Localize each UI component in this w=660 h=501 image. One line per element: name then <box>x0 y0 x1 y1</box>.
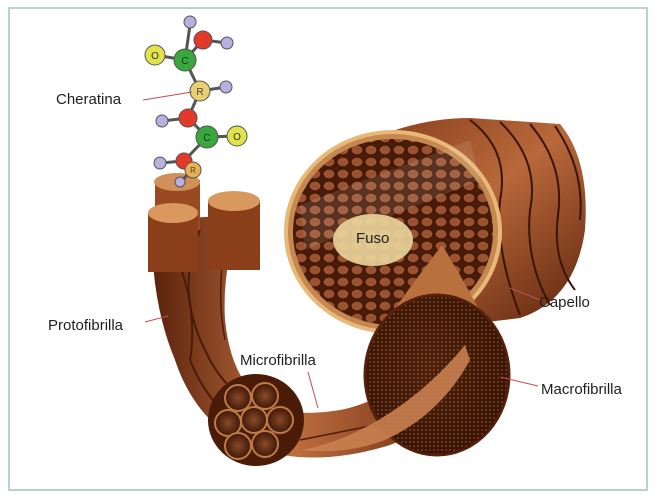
oxygen-atom-label-2: O <box>233 132 241 143</box>
keratin-molecule: O C R C O R <box>145 16 247 187</box>
oxygen-atom-label: O <box>151 51 159 62</box>
label-keratin: Cheratina <box>56 91 121 108</box>
r-group-label: R <box>196 87 203 98</box>
carbon-atom-label-2: C <box>203 133 210 144</box>
label-protofibril: Protofibrilla <box>48 317 123 334</box>
label-microfibril: Microfibrilla <box>240 352 316 369</box>
microfibril-cross-section <box>208 374 304 466</box>
label-spindle: Fuso <box>356 230 389 247</box>
r-group-label-2: R <box>190 166 196 175</box>
carbon-atom-label: C <box>181 56 188 67</box>
label-macrofibril: Macrofibrilla <box>541 381 622 398</box>
label-hair: Capello <box>539 294 590 311</box>
